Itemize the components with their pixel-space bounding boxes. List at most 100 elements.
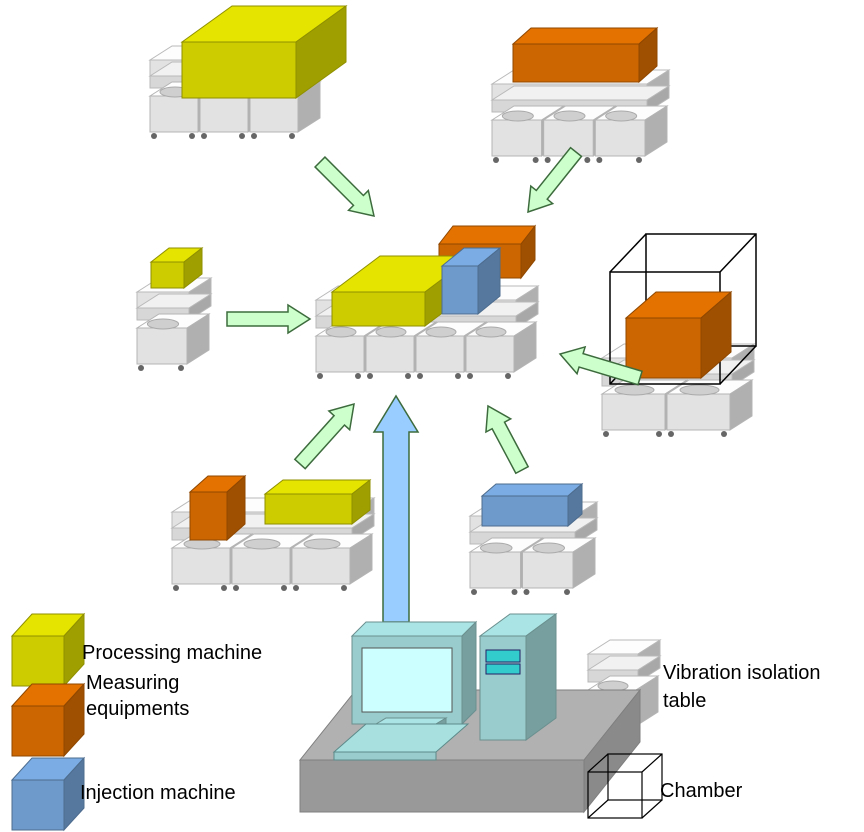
- table-bottom-right-castor-a-0: [471, 589, 477, 595]
- table-bottom-left-castor-a-0: [173, 585, 179, 591]
- table-top-left-cabinet-2-front: [249, 95, 299, 133]
- measuring-equipment-bottom-left-side: [226, 474, 246, 542]
- injection-machine-bottom-right-top: [480, 483, 584, 497]
- table-chamber-dish-1: [679, 384, 720, 396]
- table-bottom-left-castor-b-1: [281, 585, 287, 591]
- table-center-dish-2: [425, 326, 457, 338]
- legend-chamber-back: [607, 753, 663, 801]
- table-center-castor-b-3: [505, 373, 511, 379]
- processing-machine-bottom-left: [263, 478, 372, 526]
- table-bottom-right-dish-1: [532, 542, 565, 554]
- legend-injection-label: Injection machine: [80, 782, 236, 804]
- measuring-equipment-chamber: [624, 290, 733, 380]
- arrow-bottom-left-shape: [293, 402, 355, 470]
- keyboard-front: [333, 751, 437, 761]
- legend-chamber-edge-3: [641, 799, 663, 819]
- processing-machine-small: [149, 246, 204, 290]
- table-chamber-castor-b-0: [656, 431, 662, 437]
- table-top-left-castor-a-1: [201, 133, 207, 139]
- measuring-equipment-top-right-front: [512, 43, 640, 83]
- table-center-castor-b-2: [455, 373, 461, 379]
- table-top-right-cabinet-0-front: [491, 119, 543, 157]
- computer-tower-side: [525, 613, 557, 741]
- legend-processing-icon: [10, 612, 86, 688]
- table-bottom-right-castor-a-1: [523, 589, 530, 595]
- processing-machine-top-left-side: [295, 5, 347, 99]
- legend-measuring-icon-side: [63, 682, 85, 758]
- table-center-cabinet-2-front: [415, 335, 465, 373]
- legend-vibration-label-line1: Vibration isolation: [663, 662, 821, 684]
- table-small-left-castor-a-0: [138, 365, 144, 371]
- table-center-castor-a-3: [467, 373, 473, 379]
- injection-machine-bottom-right-front: [481, 495, 569, 527]
- control-computer: [298, 613, 642, 814]
- processing-machine-small-side: [183, 246, 203, 290]
- table-bottom-right-castor-b-1: [564, 589, 570, 595]
- flow-arrows: [226, 146, 643, 623]
- table-top-left-castor-b-0: [189, 133, 195, 139]
- table-top-right: [490, 69, 671, 163]
- legend-processing-icon-side: [63, 612, 85, 688]
- measuring-equipment-chamber-side: [700, 290, 732, 380]
- arrow-top-right-shape: [527, 146, 583, 214]
- table-bottom-left-cabinet-2-front: [291, 547, 351, 585]
- table-center-dish-3: [475, 326, 507, 338]
- legend-chamber-label: Chamber: [660, 780, 743, 802]
- table-small-left-cabinet-0-front: [136, 327, 188, 365]
- injection-machine-center: [440, 246, 502, 316]
- table-center-castor-a-0: [317, 373, 323, 379]
- chamber-edge-1: [719, 233, 757, 273]
- legend-measuring-icon-front: [11, 705, 65, 757]
- table-bottom-right-castor-b-0: [511, 589, 518, 595]
- table-center-cabinet-3-side: [513, 321, 537, 373]
- table-chamber-cabinet-0-front: [601, 393, 666, 431]
- legend-injection-icon-front: [11, 779, 65, 831]
- injection-machine-bottom-right-side: [567, 482, 583, 528]
- measuring-equipment-top-right-top: [511, 27, 659, 45]
- legend-chamber-edge-1: [641, 753, 663, 773]
- table-top-right-castor-a-0: [493, 157, 499, 163]
- table-small-left-cabinet-0-side: [186, 313, 210, 365]
- measuring-equipment-bottom-left-front: [189, 491, 228, 541]
- table-bottom-left-cabinet-2: [290, 533, 374, 585]
- table-center-castor-b-0: [355, 373, 361, 379]
- arrow-bottom-right-shape: [485, 404, 530, 475]
- arrow-bottom-left: [293, 402, 355, 470]
- legend-injection-icon: [10, 756, 86, 832]
- table-top-right-dish-2: [605, 110, 638, 122]
- table-center-cabinet-3-front: [465, 335, 515, 373]
- legend-icons: [10, 612, 663, 832]
- legend-vibration-label-line2: table: [663, 690, 707, 712]
- table-top-left-castor-a-0: [151, 133, 157, 139]
- table-top-right-dish-1: [553, 110, 586, 122]
- table-small-left-castor-b-0: [178, 365, 184, 371]
- processing-machine-small-front: [150, 261, 185, 289]
- processing-machine-top-left-front: [181, 41, 297, 99]
- table-center-cabinet-1-front: [365, 335, 415, 373]
- table-bottom-left-castor-a-1: [233, 585, 239, 591]
- table-small-left: [135, 277, 213, 371]
- legend-chamber-edge-0: [587, 753, 609, 773]
- table-bottom-right-cabinet-0-front: [469, 551, 521, 589]
- table-center-castor-a-2: [417, 373, 423, 379]
- processing-machine-bottom-left-side: [351, 478, 371, 526]
- table-top-left-cabinet-2-side: [297, 81, 321, 133]
- table-bottom-left-castor-b-0: [221, 585, 227, 591]
- measuring-equipment-top-right-side: [638, 26, 658, 84]
- processing-machine-center-front: [331, 291, 426, 327]
- table-small-left-dish-0: [146, 318, 180, 330]
- legend-measuring-label-line1: Measuring: [86, 672, 180, 694]
- machines: [149, 5, 733, 542]
- table-chamber-castor-a-1: [668, 431, 674, 437]
- arrow-left-shape: [226, 303, 312, 335]
- table-chamber-cabinet-1-side: [729, 379, 753, 431]
- table-chamber-castor-a-0: [603, 431, 609, 437]
- table-top-right-castor-b-0: [532, 157, 539, 163]
- table-chamber-castor-b-1: [721, 431, 727, 437]
- table-bottom-left-cabinet-2-side: [349, 533, 373, 585]
- processing-machine-top-left: [180, 5, 348, 99]
- table-chamber-cabinet-1-front: [666, 393, 731, 431]
- monitor-screen: [361, 647, 453, 713]
- table-bottom-right-cabinet-1-front: [522, 551, 574, 589]
